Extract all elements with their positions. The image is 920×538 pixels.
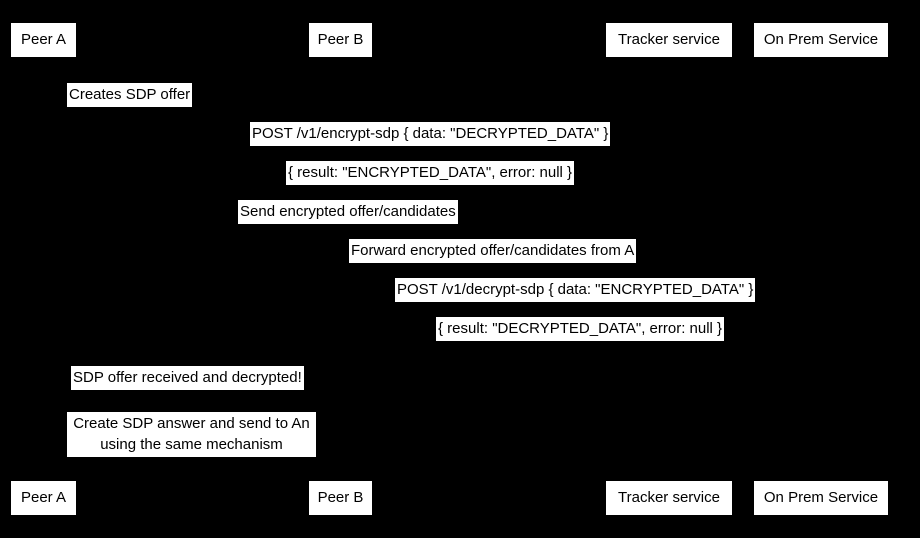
participant-label: Peer B [317,31,364,48]
lifeline-tracker-service [668,58,669,480]
participant-label: Peer A [20,31,67,48]
participant-peer-b-bottom[interactable]: Peer B [308,480,373,516]
participant-label: Tracker service [618,31,720,48]
participant-label: Tracker service [618,489,720,506]
participant-label: Peer B [317,489,364,506]
lifeline-on-prem-service [820,58,821,480]
participant-tracker-service-bottom[interactable]: Tracker service [605,480,733,516]
participant-tracker-service-top[interactable]: Tracker service [605,22,733,58]
participant-label: Peer A [20,489,67,506]
lifeline-peer-a [43,58,44,480]
participant-label: On Prem Service [763,489,879,506]
message-label-creates-sdp-offer: Creates SDP offer [67,83,193,107]
lifeline-peer-b [340,58,341,480]
participant-on-prem-service-top[interactable]: On Prem Service [753,22,889,58]
message-line-4 [43,210,340,211]
participant-peer-b-top[interactable]: Peer B [308,22,373,58]
message-label-sdp-offer-received: SDP offer received and decrypted! [71,366,304,390]
participant-label: On Prem Service [763,31,879,48]
message-label-forward-encrypted-offer: Forward encrypted offer/candidates from … [349,239,637,263]
message-label-post-decrypt-sdp: POST /v1/decrypt-sdp { data: "ENCRYPTED_… [395,278,756,302]
participant-peer-a-bottom[interactable]: Peer A [10,480,77,516]
message-label-result-decrypted-data: { result: "DECRYPTED_DATA", error: null … [436,317,725,341]
message-label-post-encrypt-sdp: POST /v1/encrypt-sdp { data: "DECRYPTED_… [250,122,611,146]
participant-on-prem-service-bottom[interactable]: On Prem Service [753,480,889,516]
message-label-create-sdp-answer: Create SDP answer and send to An using t… [67,412,316,457]
participant-peer-a-top[interactable]: Peer A [10,22,77,58]
message-label-result-encrypted-data: { result: "ENCRYPTED_DATA", error: null … [286,161,575,185]
message-label-send-encrypted-offer: Send encrypted offer/candidates [238,200,458,224]
